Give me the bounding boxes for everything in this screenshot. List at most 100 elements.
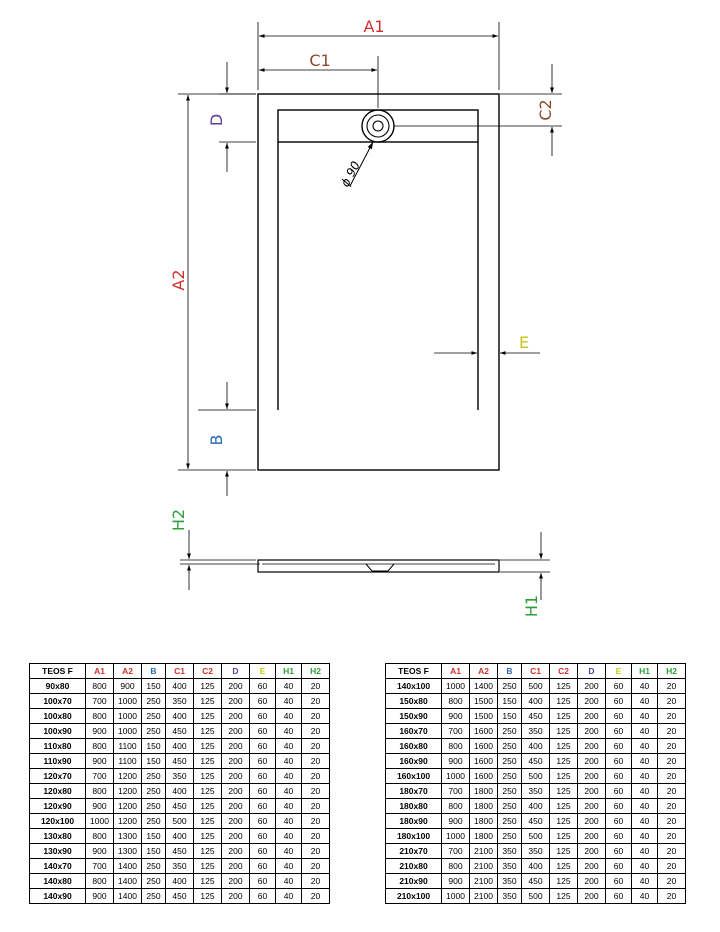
dimension-cell: 1000: [441, 828, 470, 844]
shower-tray-technical-drawing: A1 C1 C2 D A2 B E H2 H1 ϕ 90: [169, 17, 562, 617]
dimension-cell: 40: [631, 783, 658, 799]
dimension-cell: 125: [193, 708, 222, 724]
dimension-cell: 400: [521, 858, 550, 874]
dimension-cell: 60: [249, 798, 276, 814]
dimension-cell: 450: [521, 873, 550, 889]
dimension-cell: 700: [85, 693, 114, 709]
dimension-cell: 125: [549, 888, 578, 904]
dimension-cell: 125: [549, 738, 578, 754]
dimension-cell: 125: [549, 798, 578, 814]
dimension-cell: 40: [275, 723, 302, 739]
dimension-cell: 125: [193, 813, 222, 829]
dimension-cell: 125: [549, 828, 578, 844]
dimension-cell: 150: [497, 693, 522, 709]
model-cell: 140x90: [29, 888, 86, 904]
dimension-cell: 125: [193, 693, 222, 709]
dimension-cell: 350: [521, 723, 550, 739]
dimension-cell: 200: [577, 768, 606, 784]
dimension-cell: 200: [577, 828, 606, 844]
dimension-cell: 1000: [441, 678, 470, 694]
dimension-cell: 900: [441, 873, 470, 889]
dimension-cell: 20: [657, 813, 686, 829]
dimension-cell: 400: [521, 738, 550, 754]
dimension-cell: 60: [249, 843, 276, 859]
dimension-cell: 40: [275, 843, 302, 859]
dimension-cell: 700: [85, 768, 114, 784]
model-cell: 120x100: [29, 813, 86, 829]
dimension-cell: 40: [631, 888, 658, 904]
label-c2: C2: [536, 99, 555, 120]
dimension-cell: 200: [221, 693, 250, 709]
model-cell: 150x80: [385, 693, 442, 709]
dimension-cell: 20: [657, 753, 686, 769]
dimension-cell: 350: [165, 768, 194, 784]
dimension-cell: 40: [275, 753, 302, 769]
dimension-cell: 1000: [113, 693, 142, 709]
model-cell: 210x90: [385, 873, 442, 889]
dimension-cell: 40: [275, 888, 302, 904]
dimension-cell: 400: [165, 828, 194, 844]
dimension-cell: 200: [577, 843, 606, 859]
dimension-cell: 200: [577, 858, 606, 874]
dimension-cell: 200: [221, 888, 250, 904]
dimension-cell: 450: [521, 813, 550, 829]
dimension-cell: 20: [657, 858, 686, 874]
dimension-cell: 200: [221, 813, 250, 829]
dimension-cell: 200: [577, 888, 606, 904]
dimension-cell: 1600: [469, 723, 498, 739]
dimension-cell: 350: [521, 843, 550, 859]
column-header-a2: A2: [113, 663, 142, 679]
dimension-cell: 125: [549, 723, 578, 739]
column-header-teos-f: TEOS F: [385, 663, 442, 679]
dimension-cell: 350: [165, 693, 194, 709]
dimension-cell: 500: [165, 813, 194, 829]
dimension-cell: 150: [141, 828, 166, 844]
dimension-cell: 450: [165, 753, 194, 769]
column-header-d: D: [221, 663, 250, 679]
column-header-h2: H2: [657, 663, 686, 679]
dimension-cell: 125: [193, 678, 222, 694]
dimension-cell: 250: [141, 813, 166, 829]
dimension-cell: 1800: [469, 798, 498, 814]
column-header-a1: A1: [441, 663, 470, 679]
dimension-cell: 40: [275, 708, 302, 724]
column-header-c2: C2: [549, 663, 578, 679]
dimension-cell: 800: [85, 873, 114, 889]
dimension-cell: 1200: [113, 783, 142, 799]
dimension-cell: 1100: [113, 738, 142, 754]
dimension-cell: 250: [497, 738, 522, 754]
dimension-cell: 250: [141, 888, 166, 904]
model-cell: 140x80: [29, 873, 86, 889]
dimension-cell: 40: [275, 783, 302, 799]
label-h2: H2: [169, 509, 188, 531]
model-cell: 100x70: [29, 693, 86, 709]
dimension-cell: 60: [605, 828, 632, 844]
column-header-a1: A1: [85, 663, 114, 679]
dimension-cell: 450: [521, 708, 550, 724]
dimension-cell: 900: [85, 753, 114, 769]
dimension-cell: 20: [301, 798, 330, 814]
dimension-cell: 250: [141, 723, 166, 739]
dimension-cell: 40: [275, 813, 302, 829]
dimension-cell: 200: [221, 738, 250, 754]
dimension-cell: 250: [141, 858, 166, 874]
dimension-cell: 250: [141, 783, 166, 799]
model-cell: 150x90: [385, 708, 442, 724]
label-h1: H1: [522, 595, 541, 617]
dimension-cell: 200: [577, 678, 606, 694]
dimension-cell: 60: [249, 783, 276, 799]
tray-plan-view: [257, 93, 500, 471]
dimension-cell: 200: [577, 873, 606, 889]
dimension-cell: 350: [497, 888, 522, 904]
column-header-c1: C1: [165, 663, 194, 679]
